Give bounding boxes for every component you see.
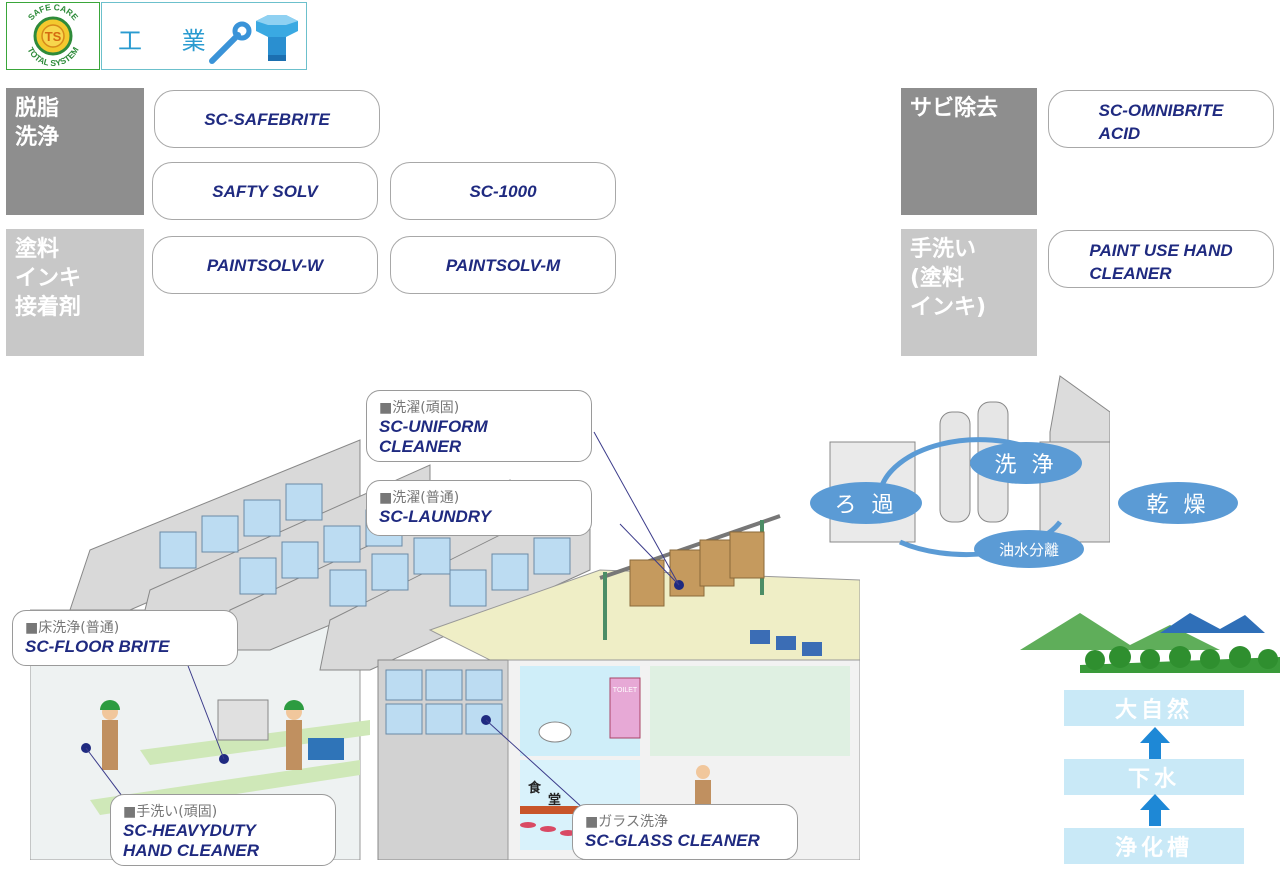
cafeteria-table	[520, 806, 590, 814]
callout-product: SC-HEAVYDUTY HAND CLEANER	[123, 821, 259, 860]
category-hand-wash-paint: 手洗い (塗料 インキ)	[901, 229, 1037, 356]
callout-uniform-cleaner[interactable]: ■洗濯(頑固) SC-UNIFORM CLEANER	[366, 390, 592, 462]
cycle-step-oil-water-separation: 油水分離	[974, 530, 1084, 568]
product-sc-omnibrite-acid[interactable]: SC-OMNIBRITE ACID	[1048, 90, 1274, 148]
industry-title-box: 工 業	[101, 2, 307, 70]
logo-center-text: TS	[45, 29, 62, 44]
product-paintsolv-m[interactable]: PAINTSOLV-M	[390, 236, 616, 294]
callout-laundry[interactable]: ■洗濯(普通) SC-LAUNDRY	[366, 480, 592, 536]
mountains-illustration	[1020, 613, 1280, 673]
callout-caption: ■ガラス洗浄	[585, 814, 668, 830]
cycle-step-filter: ろ 過	[810, 482, 922, 524]
callout-product: SC-LAUNDRY	[379, 507, 492, 526]
cafeteria-label-1: 食	[528, 780, 542, 796]
safe-care-logo: TS SAFE CARE TOTAL SYSTEM	[6, 2, 100, 70]
cafeteria-label-2: 堂	[548, 792, 561, 808]
cycle-step-wash: 洗 浄	[970, 442, 1082, 484]
worker-figures	[100, 700, 711, 808]
wrench-bolt-icon	[209, 15, 298, 64]
product-label: PAINTSOLV-M	[445, 255, 561, 275]
callout-product: SC-UNIFORM CLEANER	[379, 417, 488, 456]
callout-product: SC-FLOOR BRITE	[25, 637, 170, 656]
product-paint-use-hand-cleaner[interactable]: PAINT USE HAND CLEANER	[1048, 230, 1274, 288]
parts-washer	[217, 699, 269, 741]
office-monitors	[750, 630, 822, 656]
callout-caption: ■床洗浄(普通)	[25, 620, 120, 636]
wash-cylinder-left	[939, 411, 971, 523]
toilet-bowl	[538, 721, 572, 743]
callout-caption: ■洗濯(頑固)	[379, 400, 460, 416]
product-label: SC-SAFEBRITE	[204, 109, 330, 129]
callout-caption: ■洗濯(普通)	[379, 490, 460, 506]
office-room	[650, 666, 850, 756]
product-label: SC-1000	[469, 181, 537, 201]
leader-lines	[85, 431, 680, 821]
product-sc-safebrite[interactable]: SC-SAFEBRITE	[154, 90, 380, 148]
floor-scrubber	[308, 738, 344, 760]
callout-floor-brite[interactable]: ■床洗浄(普通) SC-FLOOR BRITE	[12, 610, 238, 666]
flow-sewer: 下水	[1064, 759, 1244, 795]
arrow-up-icon	[1140, 727, 1170, 759]
product-label: PAINTSOLV-W	[206, 255, 324, 275]
product-label: SAFTY SOLV	[212, 181, 318, 201]
toilet-sign: TOILET	[613, 687, 638, 694]
callout-product: SC-GLASS CLEANER	[585, 831, 760, 850]
arrow-up-icon	[1140, 794, 1170, 826]
callout-caption: ■手洗い(頑固)	[123, 804, 218, 820]
product-safty-solv[interactable]: SAFTY SOLV	[152, 162, 378, 220]
product-label: PAINT USE HAND CLEANER	[1089, 241, 1233, 283]
callout-glass-cleaner[interactable]: ■ガラス洗浄 SC-GLASS CLEANER	[572, 804, 798, 860]
product-label: SC-OMNIBRITE ACID	[1098, 101, 1224, 143]
uniform-shirts	[629, 531, 765, 607]
factory-illustration: TOILET 食 堂	[30, 431, 860, 860]
category-degreasing: 脱脂 洗浄	[6, 88, 144, 215]
callout-heavyduty-hand-cleaner[interactable]: ■手洗い(頑固) SC-HEAVYDUTY HAND CLEANER	[110, 794, 336, 866]
page-title: 工 業	[118, 27, 222, 55]
product-paintsolv-w[interactable]: PAINTSOLV-W	[152, 236, 378, 294]
cycle-step-dry: 乾 燥	[1118, 482, 1238, 524]
category-rust-removal: サビ除去	[901, 88, 1037, 215]
flow-septic-tank: 浄化槽	[1064, 828, 1244, 864]
toilet-door	[609, 677, 641, 739]
category-paint-ink-adhesive: 塗料 インキ 接着剤	[6, 229, 144, 356]
flow-nature: 大自然	[1064, 690, 1244, 726]
product-sc-1000[interactable]: SC-1000	[390, 162, 616, 220]
roof-windows	[159, 483, 571, 607]
safe-care-logo-icon: TS SAFE CARE TOTAL SYSTEM	[25, 2, 80, 68]
